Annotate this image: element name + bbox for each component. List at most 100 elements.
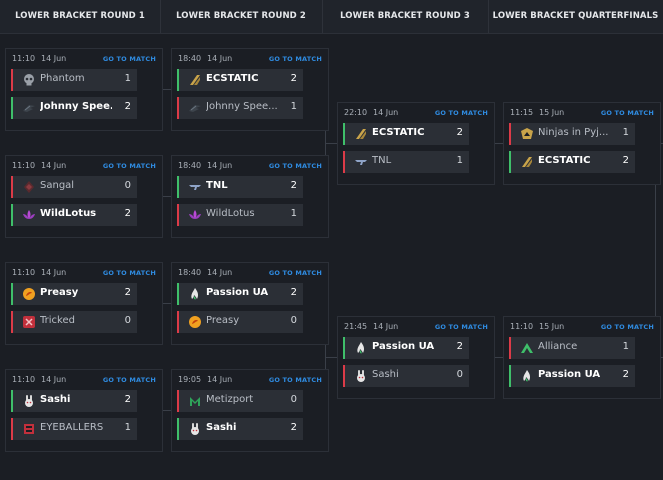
team-score: 1 <box>290 208 297 219</box>
team-row[interactable]: Johnny Spee... 1 <box>177 97 303 119</box>
team-score: 1 <box>622 127 629 138</box>
team-name: Sashi <box>372 369 399 380</box>
team-score: 1 <box>290 101 297 112</box>
team-row[interactable]: WildLotus 1 <box>177 204 303 226</box>
team-name: Johnny Spee... <box>40 101 112 112</box>
wing-logo-icon <box>189 105 201 112</box>
team-name: Preasy <box>40 287 79 298</box>
team-row[interactable]: Passion UA 2 <box>177 283 303 305</box>
team-name: Sangal <box>40 180 75 191</box>
team-row[interactable]: TNL 2 <box>177 176 303 198</box>
match-card: 11:10 14 Jun GO TO MATCH Sashi 2 EYEBALL… <box>5 369 163 452</box>
team-score: 2 <box>290 73 297 84</box>
team-score: 2 <box>622 369 629 380</box>
team-row[interactable]: WildLotus 2 <box>11 204 137 226</box>
team-name: EYEBALLERS <box>40 422 104 433</box>
go-to-match-link[interactable]: GO TO MATCH <box>434 109 488 117</box>
team-score: 2 <box>622 155 629 166</box>
team-name: WildLotus <box>40 208 97 219</box>
team-row[interactable]: Metizport 0 <box>177 390 303 412</box>
team-row[interactable]: Preasy 0 <box>177 311 303 333</box>
team-row[interactable]: EYEBALLERS 1 <box>11 418 137 440</box>
go-to-match-link[interactable]: GO TO MATCH <box>268 162 322 170</box>
match-card: 11:10 14 Jun GO TO MATCH Sangal 0 WildLo… <box>5 155 163 238</box>
team-name: TNL <box>372 155 392 166</box>
team-row[interactable]: Tricked 0 <box>11 311 137 333</box>
team-score: 0 <box>124 180 131 191</box>
team-score: 2 <box>124 101 131 112</box>
ecstatic-logo-icon <box>522 157 532 167</box>
round-header-4: LOWER BRACKET QUARTERFINALS <box>492 11 659 21</box>
tnl-logo-icon <box>355 160 367 165</box>
go-to-match-link[interactable]: GO TO MATCH <box>102 376 156 384</box>
match-card: 21:45 14 Jun GO TO MATCH Passion UA 2 Sa… <box>337 316 495 399</box>
go-to-match-link[interactable]: GO TO MATCH <box>102 162 156 170</box>
team-row[interactable]: Preasy 2 <box>11 283 137 305</box>
team-row[interactable]: Johnny Spee... 2 <box>11 97 137 119</box>
team-name: TNL <box>206 180 228 191</box>
team-name: Tricked <box>40 315 75 326</box>
team-row[interactable]: Sashi 2 <box>177 418 303 440</box>
team-score: 0 <box>290 315 297 326</box>
match-date: 14 Jun <box>207 375 233 384</box>
skull-icon <box>24 74 34 86</box>
team-score: 2 <box>124 208 131 219</box>
team-score: 2 <box>456 127 463 138</box>
match-card: 18:40 14 Jun GO TO MATCH Passion UA 2 Pr… <box>171 262 329 345</box>
go-to-match-link[interactable]: GO TO MATCH <box>268 269 322 277</box>
flame-logo-icon <box>191 288 199 300</box>
lotus-logo-icon <box>23 210 35 219</box>
match-card: 18:40 14 Jun GO TO MATCH ECSTATIC 2 John… <box>171 48 329 131</box>
team-score: 2 <box>290 287 297 298</box>
match-time: 11:15 <box>510 108 534 117</box>
flame-logo-icon <box>357 342 365 354</box>
nip-logo-icon <box>521 128 533 139</box>
team-row[interactable]: Passion UA 2 <box>343 337 469 359</box>
team-name: WildLotus <box>206 208 255 219</box>
round-header-2: LOWER BRACKET ROUND 2 <box>160 0 323 33</box>
team-name: Passion UA <box>206 287 269 298</box>
team-row[interactable]: TNL 1 <box>343 151 469 173</box>
go-to-match-link[interactable]: GO TO MATCH <box>268 376 322 384</box>
team-row[interactable]: Passion UA 2 <box>509 365 635 387</box>
go-to-match-link[interactable]: GO TO MATCH <box>434 323 488 331</box>
team-row[interactable]: Sashi 0 <box>343 365 469 387</box>
team-row[interactable]: Alliance 1 <box>509 337 635 359</box>
rabbit-logo-icon <box>357 370 365 382</box>
team-row[interactable]: ECSTATIC 2 <box>343 123 469 145</box>
tricked-logo-icon <box>23 316 35 328</box>
team-row[interactable]: Sangal 0 <box>11 176 137 198</box>
alliance-logo-icon <box>521 343 533 353</box>
round-headers: LOWER BRACKET ROUND 1 LOWER BRACKET ROUN… <box>0 0 663 34</box>
sangal-logo-icon <box>24 181 34 193</box>
team-score: 2 <box>290 180 297 191</box>
match-card: 11:15 15 Jun GO TO MATCH Ninjas in Pyj..… <box>503 102 661 185</box>
match-card: 18:40 14 Jun GO TO MATCH TNL 2 WildLotus… <box>171 155 329 238</box>
team-score: 0 <box>456 369 463 380</box>
go-to-match-link[interactable]: GO TO MATCH <box>600 109 654 117</box>
go-to-match-link[interactable]: GO TO MATCH <box>102 269 156 277</box>
go-to-match-link[interactable]: GO TO MATCH <box>102 55 156 63</box>
match-time: 19:05 <box>178 375 202 384</box>
team-name: ECSTATIC <box>538 155 591 166</box>
lotus-logo-icon <box>189 210 201 219</box>
go-to-match-link[interactable]: GO TO MATCH <box>268 55 322 63</box>
team-row[interactable]: ECSTATIC 2 <box>509 151 635 173</box>
team-row[interactable]: Sashi 2 <box>11 390 137 412</box>
ecstatic-logo-icon <box>190 75 200 85</box>
match-time: 21:45 <box>344 322 368 331</box>
go-to-match-link[interactable]: GO TO MATCH <box>600 323 654 331</box>
match-date: 14 Jun <box>41 161 67 170</box>
team-name: Metizport <box>206 394 254 405</box>
match-time: 11:10 <box>12 375 36 384</box>
team-row[interactable]: ECSTATIC 2 <box>177 69 303 91</box>
team-score: 1 <box>622 341 629 352</box>
match-time: 11:10 <box>12 161 36 170</box>
connector <box>325 143 337 144</box>
team-row[interactable]: Ninjas in Pyj... 1 <box>509 123 635 145</box>
team-score: 0 <box>290 394 297 405</box>
match-time: 11:10 <box>12 268 36 277</box>
match-date: 14 Jun <box>41 268 67 277</box>
team-name: ECSTATIC <box>206 73 259 84</box>
team-row[interactable]: Phantom 1 <box>11 69 137 91</box>
